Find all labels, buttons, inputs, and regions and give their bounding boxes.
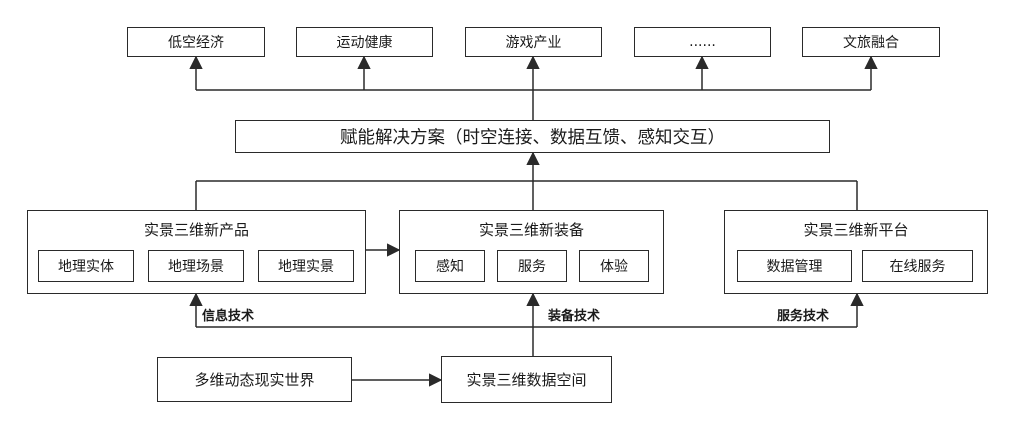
equipment-group: 实景三维新装备 感知 服务 体验 — [399, 210, 664, 294]
product-group: 实景三维新产品 地理实体 地理场景 地理实景 — [27, 210, 366, 294]
real-world-box: 多维动态现实世界 — [157, 357, 352, 402]
application-box-3: 游戏产业 — [465, 27, 602, 57]
application-box-2: 运动健康 — [296, 27, 433, 57]
data-space-box: 实景三维数据空间 — [441, 356, 612, 403]
equipment-item-2: 服务 — [497, 250, 567, 282]
equipment-item-3: 体验 — [579, 250, 649, 282]
platform-group: 实景三维新平台 数据管理 在线服务 — [724, 210, 988, 294]
solution-box: 赋能解决方案（时空连接、数据互馈、感知交互） — [235, 120, 830, 153]
info-tech-label: 信息技术 — [202, 309, 255, 324]
application-box-5: 文旅融合 — [802, 27, 940, 57]
product-item-1: 地理实体 — [38, 250, 134, 282]
product-item-2: 地理场景 — [148, 250, 244, 282]
platform-group-title: 实景三维新平台 — [803, 221, 909, 239]
product-item-3: 地理实景 — [258, 250, 354, 282]
equipment-group-title: 实景三维新装备 — [478, 221, 584, 239]
product-group-title: 实景三维新产品 — [143, 221, 249, 239]
application-box-1: 低空经济 — [127, 27, 265, 57]
service-tech-label: 服务技术 — [777, 309, 830, 324]
equipment-tech-label: 装备技术 — [548, 309, 601, 324]
equipment-item-1: 感知 — [415, 250, 485, 282]
application-box-4: ...... — [634, 27, 771, 57]
platform-item-2: 在线服务 — [862, 250, 973, 282]
platform-item-1: 数据管理 — [737, 250, 852, 282]
